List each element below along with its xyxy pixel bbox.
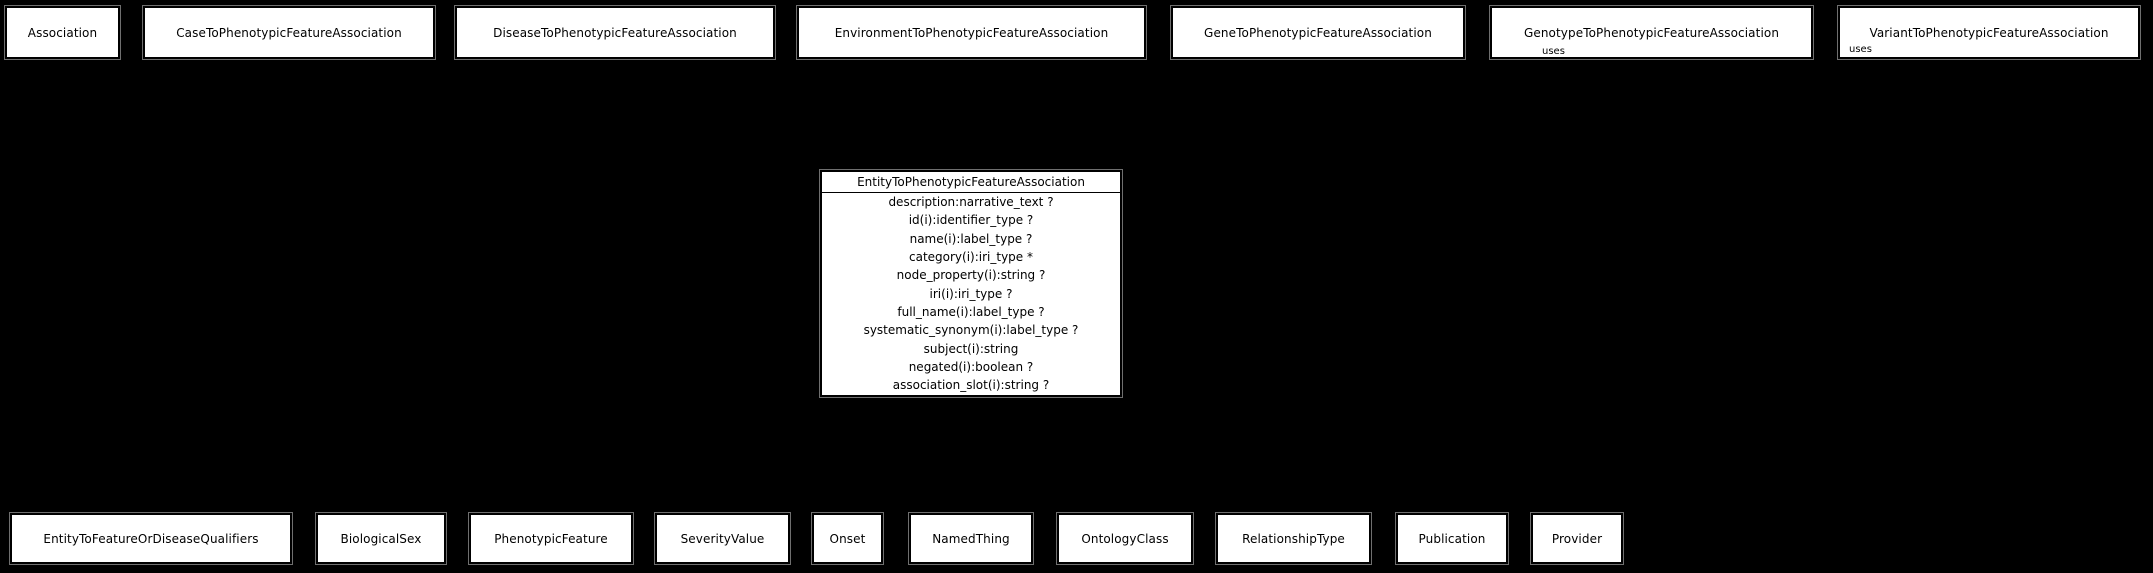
class-attribute: name(i):label_type ? (909, 231, 1033, 246)
class-attribute: association_slot(i):string ? (892, 378, 1050, 393)
class-box-ontology-class: OntologyClass (1056, 512, 1194, 565)
class-box-severity-value: SeverityValue (654, 512, 791, 565)
class-box-biological-sex: BiologicalSex (315, 512, 447, 565)
class-title: EntityToPhenotypicFeatureAssociation (822, 172, 1120, 193)
class-attribute: full_name(i):label_type ? (897, 304, 1045, 319)
class-box-variant-to-phenotypic-feature-association: VariantToPhenotypicFeatureAssociation (1837, 5, 2141, 60)
class-attribute: negated(i):boolean ? (908, 359, 1034, 374)
class-box-publication: Publication (1395, 512, 1509, 565)
class-box-onset: Onset (811, 512, 884, 565)
class-box-relationship-type: RelationshipType (1215, 512, 1372, 565)
uses-edge-label: uses (1849, 44, 1872, 55)
class-box-phenotypic-feature: PhenotypicFeature (468, 512, 634, 565)
class-attribute: iri(i):iri_type ? (929, 286, 1013, 301)
uses-edge-label: uses (1542, 46, 1565, 57)
class-attribute: node_property(i):string ? (896, 268, 1046, 283)
class-attribute: description:narrative_text ? (888, 195, 1054, 210)
class-box-entity-to-phenotypic-feature-association: EntityToPhenotypicFeatureAssociation des… (819, 169, 1123, 398)
class-box-environment-to-phenotypic-feature-association: EnvironmentToPhenotypicFeatureAssociatio… (796, 5, 1147, 60)
class-box-association: Association (4, 5, 121, 60)
class-box-disease-to-phenotypic-feature-association: DiseaseToPhenotypicFeatureAssociation (454, 5, 776, 60)
class-attribute: subject(i):string (923, 341, 1019, 356)
class-box-provider: Provider (1530, 512, 1624, 565)
class-box-genotype-to-phenotypic-feature-association: GenotypeToPhenotypicFeatureAssociation (1489, 5, 1814, 60)
class-box-gene-to-phenotypic-feature-association: GeneToPhenotypicFeatureAssociation (1170, 5, 1466, 60)
class-box-named-thing: NamedThing (908, 512, 1034, 565)
class-box-case-to-phenotypic-feature-association: CaseToPhenotypicFeatureAssociation (142, 5, 436, 60)
class-attribute: systematic_synonym(i):label_type ? (863, 323, 1079, 338)
class-attribute: category(i):iri_type * (909, 250, 1033, 265)
class-box-entity-to-feature-or-disease-qualifiers: EntityToFeatureOrDiseaseQualifiers (9, 512, 293, 565)
class-attribute: id(i):identifier_type ? (908, 213, 1034, 228)
